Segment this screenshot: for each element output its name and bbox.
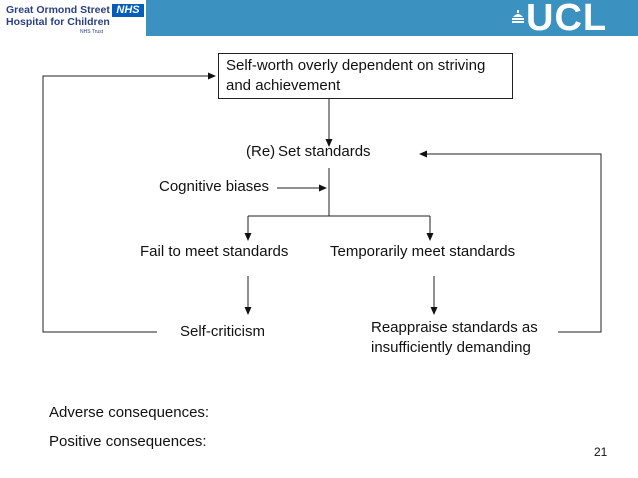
re-label: (Re) bbox=[246, 143, 276, 160]
loop-left bbox=[42, 72, 216, 333]
self-criticism-label: Self-criticism bbox=[180, 323, 265, 340]
cognitive-biases-label: Cognitive biases bbox=[159, 178, 270, 195]
temporarily-meet-label: Temporarily meet standards bbox=[330, 243, 516, 260]
positive-consequences: Positive consequences: bbox=[49, 433, 207, 450]
top-box: Self-worth overly dependent on striving … bbox=[218, 53, 513, 99]
ucl-dome-icon bbox=[512, 10, 524, 23]
top-box-text: Self-worth overly dependent on striving … bbox=[226, 57, 486, 94]
page-number: 21 bbox=[594, 445, 608, 459]
gosh-logo-line1: Great Ormond Street bbox=[6, 4, 110, 16]
nhs-badge: NHS bbox=[112, 4, 144, 17]
gosh-logo-line2: Hospital for Children bbox=[6, 16, 110, 28]
slide-header: Great Ormond Street Hospital for Childre… bbox=[0, 0, 638, 39]
loop-right bbox=[419, 150, 602, 333]
gosh-logo-trust: NHS Trust bbox=[80, 29, 104, 35]
gosh-logo: Great Ormond Street Hospital for Childre… bbox=[0, 0, 146, 36]
reappraise-line2: insufficiently demanding bbox=[371, 339, 531, 356]
fail-to-meet-label: Fail to meet standards bbox=[140, 243, 289, 260]
adverse-consequences: Adverse consequences: bbox=[49, 404, 210, 421]
reappraise-line1: Reappraise standards as bbox=[371, 319, 538, 336]
set-standards-label: Set standards bbox=[278, 143, 371, 160]
ucl-logo: UCL bbox=[526, 0, 608, 39]
